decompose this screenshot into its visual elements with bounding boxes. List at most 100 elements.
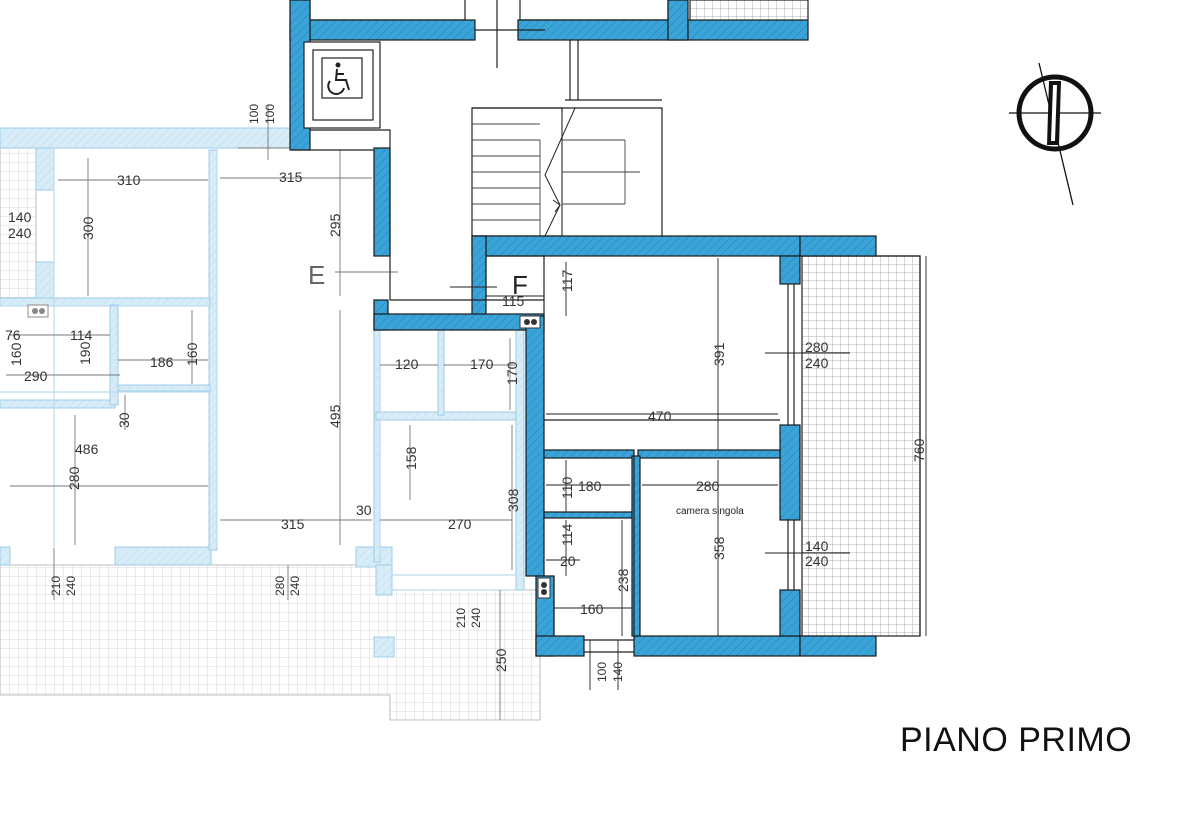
room-label-camera-singola: camera singola bbox=[676, 506, 744, 517]
dim-140-b: 140 bbox=[805, 538, 829, 554]
dim-170-b: 170 bbox=[504, 361, 520, 385]
wall-pillar bbox=[373, 636, 395, 658]
wall-bottom-main bbox=[535, 635, 585, 657]
dim-114-b: 114 bbox=[559, 523, 575, 546]
socket-symbol bbox=[519, 315, 541, 329]
dim-391: 391 bbox=[711, 342, 727, 366]
wall-inner-v2 bbox=[109, 304, 119, 406]
wall-bottom-d bbox=[375, 564, 393, 596]
plan-title: PIANO PRIMO bbox=[900, 721, 1132, 759]
corridor-wall-top bbox=[471, 235, 801, 257]
room-letter-f: F bbox=[512, 270, 528, 300]
wall-bath-top bbox=[543, 449, 635, 459]
dim-308: 308 bbox=[505, 488, 521, 512]
wall-facade-1 bbox=[779, 255, 801, 285]
wall-kitchen-v bbox=[373, 329, 381, 563]
dim-180: 180 bbox=[578, 478, 602, 494]
wall-left-b bbox=[35, 261, 55, 299]
core-roof-tiles bbox=[689, 0, 809, 21]
wall-left-long bbox=[525, 315, 545, 577]
dim-240-c: 240 bbox=[288, 576, 302, 596]
dim-140-a: 140 bbox=[8, 209, 32, 225]
dim-760: 760 bbox=[911, 438, 927, 462]
wall-bottom-right bbox=[799, 635, 877, 657]
dim-300: 300 bbox=[80, 216, 96, 240]
dim-486: 486 bbox=[75, 441, 99, 457]
dim-250: 250 bbox=[493, 648, 509, 672]
wall-inner-v bbox=[208, 149, 218, 551]
dim-315-top: 315 bbox=[279, 169, 303, 185]
dim-140-c: 140 bbox=[611, 662, 625, 682]
left-dimension-lines bbox=[6, 105, 515, 720]
dim-240-f: 240 bbox=[805, 553, 829, 569]
dim-158: 158 bbox=[403, 446, 419, 470]
corridor-wall-bottom bbox=[373, 313, 545, 331]
wall-kitchen-h bbox=[375, 411, 519, 421]
core-wall-top bbox=[289, 19, 476, 41]
dim-240-a: 240 bbox=[8, 225, 32, 241]
right-dimension-lines bbox=[486, 256, 927, 690]
dim-20: 20 bbox=[560, 553, 576, 569]
wall-inner-h2 bbox=[0, 399, 116, 409]
dim-295: 295 bbox=[327, 213, 343, 237]
wall-facade-3 bbox=[779, 589, 801, 637]
left-terrace bbox=[0, 564, 541, 721]
dim-358: 358 bbox=[711, 536, 727, 560]
socket-symbol bbox=[537, 577, 551, 599]
dim-100-a: 100 bbox=[247, 104, 261, 124]
north-arrow-icon bbox=[1009, 62, 1101, 206]
corridor-wall-l bbox=[471, 235, 487, 317]
dim-315-bot: 315 bbox=[281, 516, 305, 532]
socket-symbol bbox=[27, 304, 49, 318]
wall-facade-2 bbox=[779, 424, 801, 521]
wall-bottom-b bbox=[114, 546, 212, 566]
left-apartment: 310 315 300 295 140 240 100 100 76 114 1… bbox=[0, 104, 541, 721]
dim-170-a: 170 bbox=[470, 356, 494, 372]
dim-280-a: 280 bbox=[66, 466, 82, 490]
dim-100-c: 100 bbox=[595, 662, 609, 682]
right-terrace bbox=[801, 255, 921, 637]
dim-240-e: 240 bbox=[805, 355, 829, 371]
right-apartment: F 117 115 391 470 280 240 760 110 180 28… bbox=[486, 235, 927, 690]
wall-top-right bbox=[799, 235, 877, 257]
wall-bath-mid bbox=[543, 511, 635, 519]
wall-bed-top bbox=[637, 449, 781, 459]
dim-280-b: 280 bbox=[273, 576, 287, 596]
dim-76: 76 bbox=[5, 327, 21, 343]
dim-160-b: 160 bbox=[184, 342, 200, 366]
left-balcony bbox=[0, 147, 37, 299]
dim-280-d: 280 bbox=[696, 478, 720, 494]
accessibility-icon bbox=[321, 57, 363, 99]
core bbox=[289, 0, 809, 331]
wall-inner-h3 bbox=[114, 384, 211, 392]
dim-210-a: 210 bbox=[49, 576, 63, 596]
dim-100-b: 100 bbox=[263, 104, 277, 124]
dim-238: 238 bbox=[615, 568, 631, 592]
wall-bottom-main-2 bbox=[633, 635, 801, 657]
wall-top bbox=[0, 127, 293, 149]
dim-114: 114 bbox=[70, 327, 93, 343]
dim-120: 120 bbox=[395, 356, 419, 372]
dim-30-b: 30 bbox=[356, 502, 372, 518]
dim-240-b: 240 bbox=[64, 576, 78, 596]
wall-kitchen-v2 bbox=[437, 329, 445, 416]
wall-bottom-a bbox=[0, 546, 11, 566]
dim-270: 270 bbox=[448, 516, 472, 532]
core-wall-top-far bbox=[687, 19, 809, 41]
wall-bath-v bbox=[631, 455, 641, 637]
room-letter-e: E bbox=[308, 260, 325, 290]
dim-186: 186 bbox=[150, 354, 174, 370]
dim-160-a: 160 bbox=[8, 342, 24, 366]
dim-160-c: 160 bbox=[580, 601, 604, 617]
staircase bbox=[471, 99, 663, 237]
dim-190: 190 bbox=[77, 341, 93, 365]
wall-left-a bbox=[35, 147, 55, 191]
dim-117: 117 bbox=[559, 269, 575, 292]
dim-210-b: 210 bbox=[454, 608, 468, 628]
dim-290: 290 bbox=[24, 368, 48, 384]
dim-495: 495 bbox=[327, 404, 343, 428]
dim-280-c: 280 bbox=[805, 339, 829, 355]
dim-470: 470 bbox=[648, 408, 672, 424]
dim-240-d: 240 bbox=[469, 608, 483, 628]
